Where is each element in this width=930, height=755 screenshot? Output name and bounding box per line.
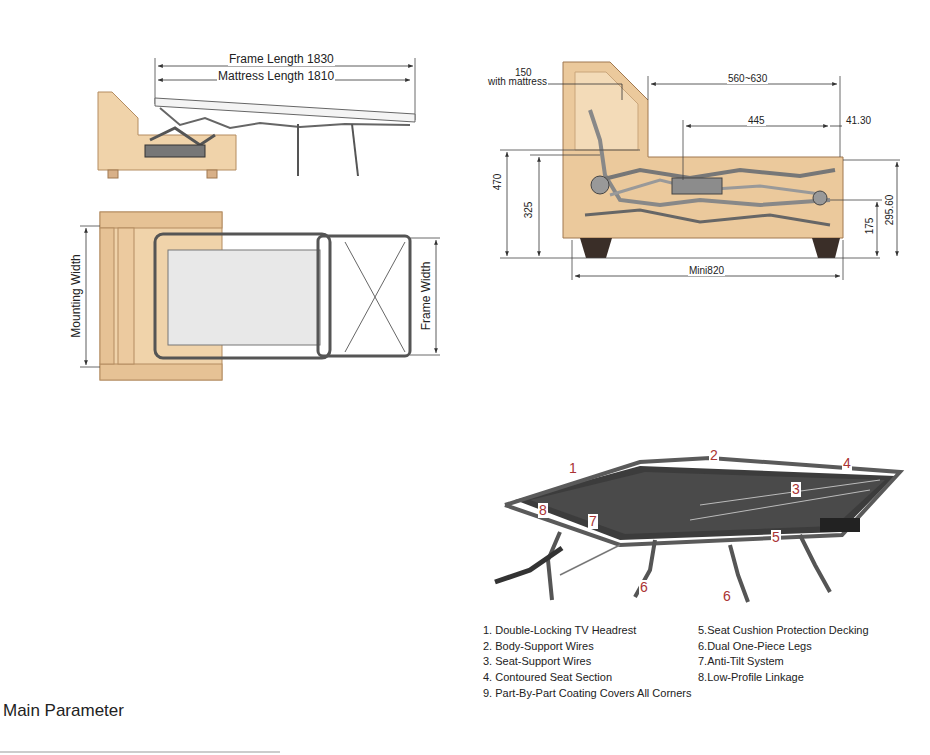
dimension-label: Mounting Width [70,253,83,338]
feature-item: 8.Low-Profile Linkage [698,671,804,683]
dimension-label: 175 [864,217,875,236]
dimension-label: 295.60 [884,194,895,227]
dimension-label: 41.30 [845,115,872,126]
callout-number: 2 [709,448,719,463]
side-view-open [98,58,415,178]
feature-item: 4. Contoured Seat Section [483,671,612,683]
callout-number: 6 [639,580,649,595]
feature-item: 7.Anti-Tilt System [698,655,784,667]
dimension-label: Mattress Length 1810 [217,70,335,83]
callout-number: 5 [771,530,781,545]
dimension-label: 560~630 [727,73,768,84]
callout-number: 6 [722,589,732,604]
dimension-label: Frame Length 1830 [228,53,335,66]
feature-item: 6.Dual One-Piece Legs [698,640,812,652]
dimension-label: 470 [492,173,503,192]
callout-number: 8 [538,503,548,518]
dimension-label: Mini820 [688,265,725,276]
feature-item: 1. Double-Locking TV Headrest [483,624,636,636]
rule [0,752,280,753]
callout-number: 7 [588,514,598,529]
callout-number: 3 [791,482,801,497]
callout-number: 4 [842,456,852,471]
feature-item: 3. Seat-Support Wires [483,655,591,667]
plan-view [80,212,440,380]
bed-frame-render [495,458,900,602]
feature-item: 9. Part-By-Part Coating Covers All Corne… [483,687,691,699]
section-heading: Main Parameter [3,702,124,721]
dimension-label: with mattress [487,76,548,87]
feature-item: 2. Body-Support Wires [483,640,594,652]
callout-number: 1 [568,461,578,476]
dimension-label: 445 [747,115,766,126]
dimension-label: 325 [523,201,534,220]
dimension-label: Frame Width [420,261,433,332]
feature-item: 5.Seat Cushion Protection Decking [698,624,869,636]
side-view-closed [488,62,900,280]
